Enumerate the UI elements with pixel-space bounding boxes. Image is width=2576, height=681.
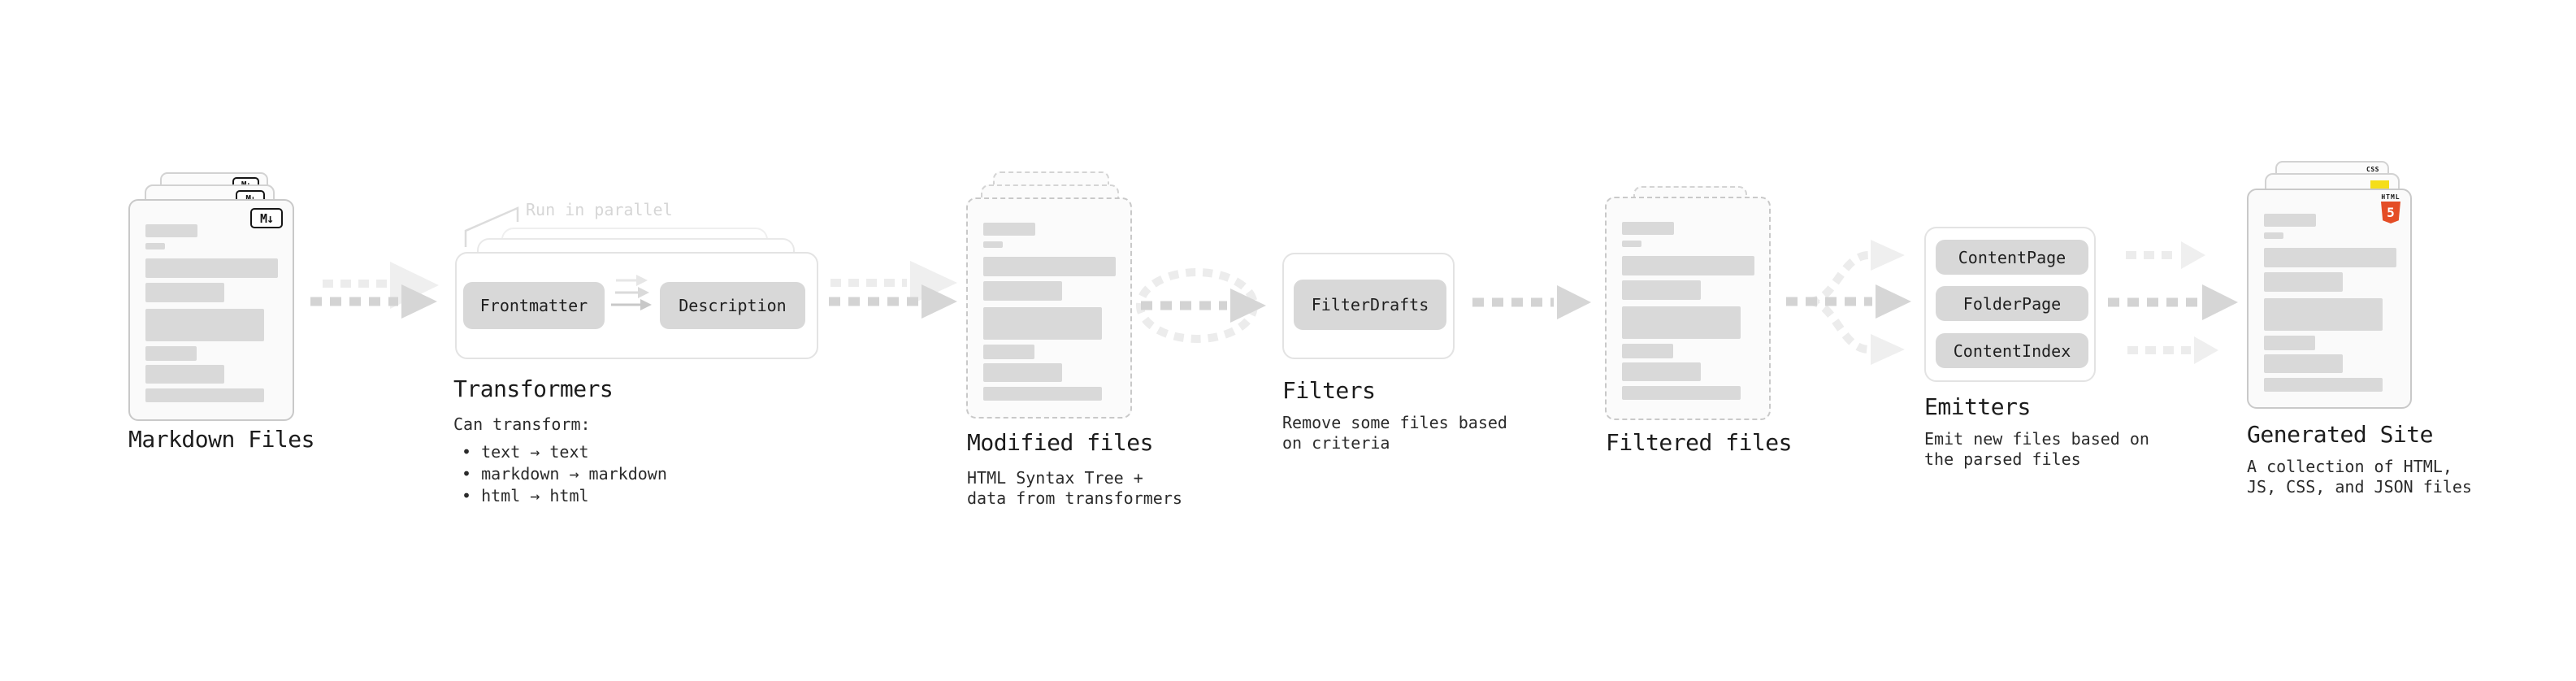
arrow-filtered-to-emitters	[1786, 240, 1911, 365]
filters-box: FilterDrafts	[1282, 253, 1455, 359]
filters-title: Filters	[1282, 377, 1376, 404]
arrow-markdown-to-transformers	[310, 262, 439, 319]
arrow-modified-to-filters	[1136, 268, 1266, 343]
filtered-file-card-front	[1605, 197, 1771, 420]
modified-files-description: HTML Syntax Tree + data from transformer…	[967, 468, 1182, 508]
emitters-title: Emitters	[1924, 393, 2031, 420]
contentpage-node: ContentPage	[1936, 240, 2088, 275]
html-file-card: HTML 5	[2247, 189, 2412, 409]
js-icon	[2370, 180, 2389, 190]
description-node: Description	[660, 282, 805, 329]
bullet-item: • markdown → markdown	[462, 464, 667, 484]
contentindex-node: ContentIndex	[1936, 333, 2088, 368]
html5-icon-word: HTML	[2381, 193, 2400, 201]
filter-split-ellipse	[1136, 268, 1258, 343]
emitters-box: ContentPage FolderPage ContentIndex	[1924, 227, 2096, 382]
css-icon-label: CSS	[2366, 166, 2379, 173]
filterdrafts-node: FilterDrafts	[1294, 280, 1446, 330]
bullet-item: • html → html	[462, 486, 589, 505]
transformer-layer-front: Frontmatter Description	[455, 252, 818, 359]
html5-icon: HTML 5	[2379, 193, 2402, 223]
doc-content-placeholder	[130, 224, 293, 402]
doc-content-placeholder	[2249, 214, 2410, 392]
arrow-transformers-to-modified	[829, 261, 957, 319]
generated-site-title: Generated Site	[2247, 421, 2434, 448]
doc-content-placeholder	[1607, 222, 1769, 400]
arrow-filters-to-filtered	[1472, 285, 1591, 319]
arrow-emitters-to-generated	[2108, 241, 2238, 364]
transformers-description: Can transform:	[453, 414, 591, 434]
html5-icon-shield: 5	[2381, 202, 2400, 223]
generated-site-description: A collection of HTML, JS, CSS, and JSON …	[2247, 457, 2472, 497]
modified-files-title: Modified files	[967, 429, 1154, 456]
transformers-bullet-list: • text → text • markdown → markdown • ht…	[462, 441, 667, 507]
markdown-icon: M↓	[250, 208, 283, 228]
frontmatter-node: Frontmatter	[463, 282, 605, 329]
markdown-files-title: Markdown Files	[128, 426, 315, 453]
doc-content-placeholder	[968, 223, 1130, 401]
modified-file-card-front	[966, 197, 1132, 419]
filtered-files-title: Filtered files	[1606, 429, 1793, 456]
folderpage-node: FolderPage	[1936, 286, 2088, 321]
filters-description: Remove some files based on criteria	[1282, 413, 1507, 453]
html5-icon-five: 5	[2387, 205, 2395, 220]
run-in-parallel-note: Run in parallel	[526, 200, 673, 219]
emitters-description: Emit new files based on the parsed files	[1924, 429, 2149, 469]
bullet-item: • text → text	[462, 442, 589, 462]
markdown-file-card-front: M↓	[128, 199, 294, 421]
transformers-title: Transformers	[453, 375, 614, 402]
